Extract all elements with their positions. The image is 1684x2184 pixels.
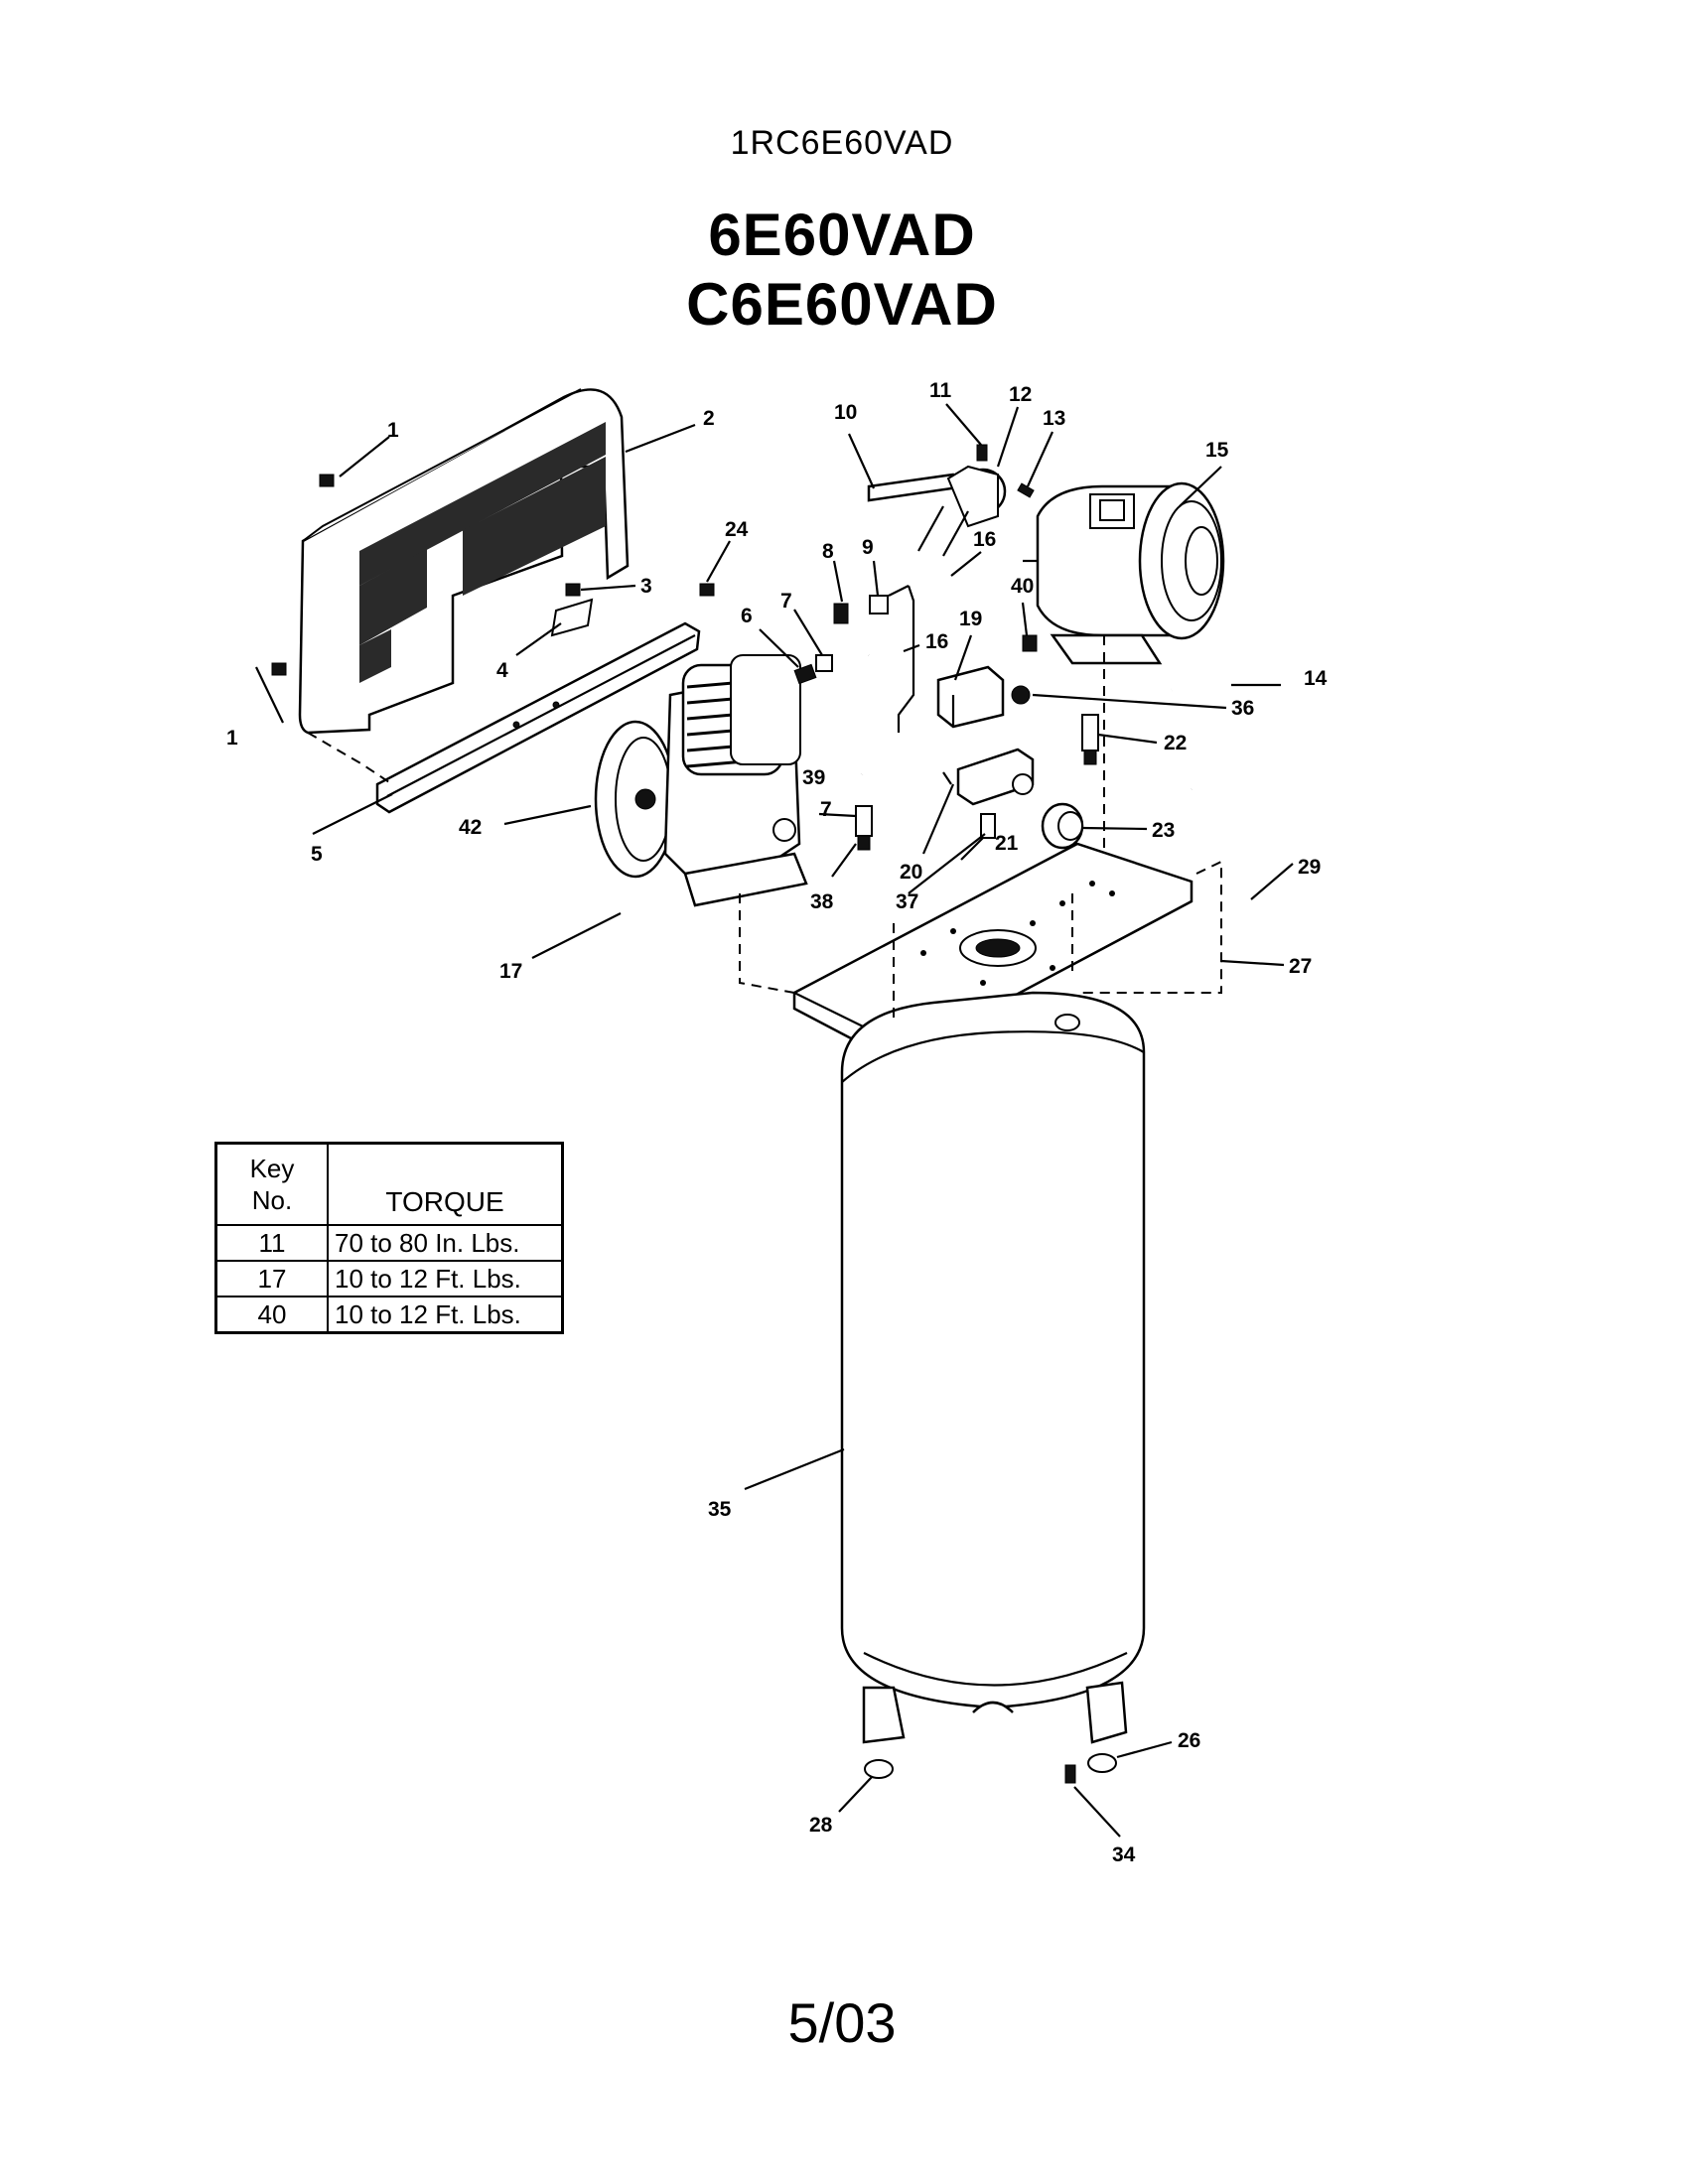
callout-22: 22 bbox=[1164, 732, 1187, 754]
callout-16a: 16 bbox=[973, 528, 996, 551]
leader-lines bbox=[255, 403, 1294, 1838]
revision-date: 5/03 bbox=[787, 1991, 897, 2054]
air-tank bbox=[840, 991, 1146, 1744]
electric-motor bbox=[1022, 481, 1225, 665]
callout-16b: 16 bbox=[925, 630, 948, 653]
manifold bbox=[942, 748, 1084, 850]
callout-3: 3 bbox=[640, 575, 652, 598]
model-title-2: C6E60VAD bbox=[686, 271, 998, 338]
tank-feet bbox=[864, 1753, 1117, 1784]
callout-17: 17 bbox=[499, 960, 522, 983]
callout-19: 19 bbox=[959, 608, 982, 630]
callout-20: 20 bbox=[900, 861, 922, 884]
pressure-switch bbox=[936, 665, 1099, 765]
callout-6: 6 bbox=[741, 605, 753, 627]
alignment-lines bbox=[307, 635, 1222, 1023]
callout-15: 15 bbox=[1205, 439, 1229, 462]
callout-21: 21 bbox=[995, 832, 1019, 855]
callout-29: 29 bbox=[1298, 856, 1321, 879]
table-cell-key: 11 bbox=[214, 1224, 329, 1262]
belt-guard bbox=[298, 388, 630, 735]
callout-34: 34 bbox=[1112, 1843, 1136, 1866]
callout-35: 35 bbox=[708, 1498, 732, 1521]
callout-37: 37 bbox=[896, 890, 918, 913]
power-cord bbox=[1171, 687, 1283, 790]
model-title-1: 6E60VAD bbox=[708, 202, 976, 268]
table-cell-torque: 10 to 12 Ft. Lbs. bbox=[327, 1296, 564, 1334]
callout-4: 4 bbox=[496, 659, 508, 682]
callout-10: 10 bbox=[834, 401, 857, 424]
callout-12: 12 bbox=[1009, 383, 1032, 406]
callout-9: 9 bbox=[862, 536, 874, 559]
table-cell-key: 40 bbox=[214, 1296, 329, 1334]
table-cell-key: 17 bbox=[214, 1260, 329, 1297]
callout-5: 5 bbox=[311, 843, 323, 866]
torque-table-header-key: Key No. bbox=[214, 1142, 329, 1226]
callout-42: 42 bbox=[459, 816, 482, 839]
table-row: 40 10 to 12 Ft. Lbs. bbox=[214, 1296, 564, 1334]
callout-13: 13 bbox=[1043, 407, 1065, 430]
callout-27: 27 bbox=[1289, 955, 1312, 978]
callout-11: 11 bbox=[929, 379, 952, 402]
callout-1a: 1 bbox=[387, 419, 399, 442]
table-cell-torque: 70 to 80 In. Lbs. bbox=[327, 1224, 564, 1262]
table-cell-torque: 10 to 12 Ft. Lbs. bbox=[327, 1260, 564, 1297]
compressor-pump bbox=[594, 654, 808, 907]
callout-40: 40 bbox=[1011, 575, 1034, 598]
callout-14: 14 bbox=[1304, 667, 1328, 690]
torque-table: Key No. TORQUE 11 70 to 80 In. Lbs. 17 1… bbox=[214, 1142, 564, 1334]
callout-28: 28 bbox=[809, 1814, 833, 1837]
callout-23: 23 bbox=[1152, 819, 1175, 842]
callout-1b: 1 bbox=[226, 727, 238, 750]
callout-7a: 7 bbox=[780, 590, 792, 613]
callout-26: 26 bbox=[1178, 1729, 1200, 1752]
motor-bracket bbox=[867, 444, 1035, 557]
callout-39: 39 bbox=[802, 766, 825, 789]
discharge-tube bbox=[793, 585, 915, 851]
callout-8: 8 bbox=[822, 540, 834, 563]
mounting-rail bbox=[375, 621, 701, 814]
callout-24: 24 bbox=[725, 518, 749, 541]
table-row: 11 70 to 80 In. Lbs. bbox=[214, 1224, 564, 1262]
model-code: 1RC6E60VAD bbox=[730, 124, 954, 162]
callout-38: 38 bbox=[810, 890, 834, 913]
callout-7b: 7 bbox=[820, 798, 832, 821]
torque-table-header-torque: TORQUE bbox=[327, 1142, 564, 1226]
callout-2: 2 bbox=[703, 407, 715, 430]
table-row: 17 10 to 12 Ft. Lbs. bbox=[214, 1260, 564, 1297]
callout-36: 36 bbox=[1231, 697, 1254, 720]
fasteners bbox=[271, 474, 715, 676]
callout-labels: 1 2 1 3 4 5 42 24 8 9 6 7 10 11 12 13 16… bbox=[226, 379, 1328, 1866]
